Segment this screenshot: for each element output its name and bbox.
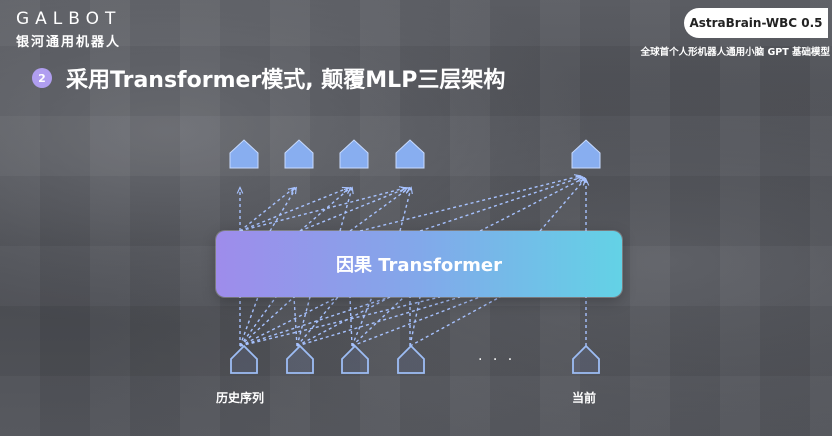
- connection-line: [352, 297, 372, 346]
- input-node-icon: [398, 346, 424, 373]
- input-node-icon: [231, 346, 257, 373]
- connection-line: [240, 297, 258, 346]
- output-arrow: [400, 188, 411, 231]
- output-arrow: [540, 179, 585, 231]
- connection-line: [240, 297, 390, 346]
- sequence-ellipsis: · · ·: [478, 352, 515, 368]
- output-arrow: [420, 177, 582, 231]
- output-arrow: [240, 188, 294, 231]
- connection-line: [294, 297, 297, 346]
- connection-line: [297, 297, 310, 346]
- connection-line: [297, 297, 390, 346]
- output-node-icon: [572, 140, 600, 168]
- output-arrow: [270, 188, 296, 231]
- connection-line: [350, 297, 352, 346]
- connection-line: [240, 297, 294, 346]
- output-node-icon: [230, 140, 258, 168]
- connection-line: [352, 297, 480, 346]
- input-connections: [240, 297, 586, 346]
- output-connections: [240, 176, 586, 231]
- transformer-block-label: 因果 Transformer: [336, 251, 502, 277]
- input-node-icon: [287, 346, 313, 373]
- causal-transformer-block: 因果 Transformer: [216, 231, 622, 297]
- output-arrow: [360, 176, 580, 231]
- history-sequence-label: 历史序列: [216, 389, 264, 406]
- current-label: 当前: [572, 389, 596, 406]
- connection-line: [410, 297, 500, 346]
- output-arrow: [240, 188, 348, 231]
- output-nodes: [230, 140, 600, 168]
- output-node-icon: [396, 140, 424, 168]
- input-nodes: [231, 346, 599, 373]
- output-arrow: [480, 178, 584, 231]
- output-node-icon: [285, 140, 313, 168]
- input-node-icon: [342, 346, 368, 373]
- output-arrow: [300, 188, 407, 231]
- output-node-icon: [340, 140, 368, 168]
- input-node-icon: [573, 346, 599, 373]
